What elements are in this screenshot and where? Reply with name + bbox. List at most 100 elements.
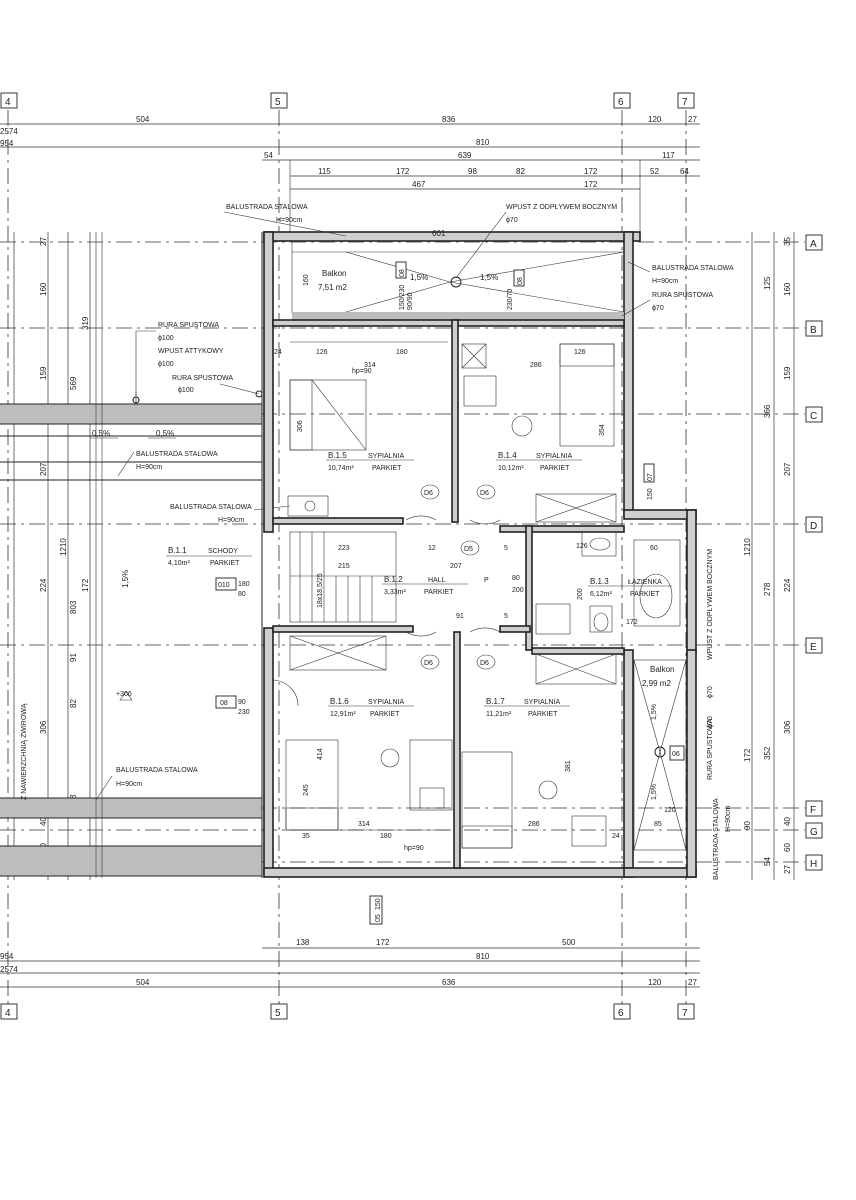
- vertical-axis-lines: [7, 110, 687, 1005]
- dim-text: 40: [39, 817, 48, 826]
- dim-text: 120: [648, 115, 662, 124]
- bathroom-fixtures: 126 60 172 200 07 150: [535, 463, 681, 635]
- dim-text: 636: [442, 978, 456, 987]
- dim-text: 115: [318, 167, 331, 176]
- dim-text: 954: [0, 139, 14, 148]
- room-name: SYPIALNIA: [536, 453, 573, 460]
- dim-label: 286: [528, 821, 540, 828]
- dim-label: 354: [599, 424, 606, 436]
- dim-label: 200: [577, 588, 584, 600]
- dim-text: 27: [688, 115, 697, 124]
- dim-text: 35: [783, 237, 792, 246]
- wpust-attykowy-label: WPUST ATTYKOWY: [158, 348, 224, 355]
- axis-label: 6: [618, 97, 624, 108]
- dim-text: 810: [476, 138, 490, 147]
- wpust-label: WPUST Z ODPŁYWEM BOCZNYM: [506, 204, 617, 211]
- room-code: B.1.7: [486, 697, 505, 706]
- window-dim: 90: [238, 699, 246, 706]
- dim-text: 91: [69, 653, 78, 662]
- tag-09: 08: [399, 269, 406, 277]
- right-balcony: Balkon 2,99 m2 1,5% 1,5% 06 85 120 WPUST…: [633, 549, 732, 880]
- dim-label: 126: [576, 543, 588, 550]
- room-label-b12: B.1.2 HALL 3,33m² PARKIET: [382, 575, 468, 596]
- axis-marker-4-top: 4: [0, 92, 18, 109]
- dim-label: 381: [565, 760, 572, 772]
- dim-text: 60: [783, 843, 792, 852]
- zwrot-label: Z NAWIERZCHNIĄ ŻWIROWĄ: [19, 703, 28, 800]
- balkon-area: 7,51 m2: [318, 283, 347, 292]
- dim-text: 27: [783, 865, 792, 874]
- tag-06: 06: [672, 751, 680, 758]
- wpust-label: WPUST Z ODPŁYWEM BOCZNYM: [707, 549, 714, 660]
- left-terrace: [0, 232, 263, 878]
- axis-label: 5: [275, 97, 281, 108]
- axis-label-h: H: [810, 859, 817, 870]
- room-code: B.1.2: [384, 575, 403, 584]
- slope-label: 1,5%: [480, 273, 498, 282]
- dim-text: 82: [516, 167, 525, 176]
- fi70-label: ϕ70: [707, 686, 714, 698]
- door-tag: D6: [480, 660, 489, 667]
- h90-label: H=90cm: [218, 517, 244, 524]
- tag-07: 07: [647, 473, 654, 481]
- dim-601: 601: [432, 229, 446, 238]
- room-code: B.1.6: [330, 697, 349, 706]
- dim-label: 150: [647, 488, 654, 500]
- axis-label: 4: [5, 97, 11, 108]
- axis-marker-6-top: 6: [613, 92, 631, 109]
- tag-08-label: 08: [220, 700, 228, 707]
- dim-label: 80: [512, 575, 520, 582]
- window-dim: 80: [238, 591, 246, 598]
- dim-text: 500: [562, 938, 576, 947]
- dim-text: 82: [69, 699, 78, 708]
- dim-text: 54: [763, 857, 772, 866]
- dim-text: 639: [458, 151, 472, 160]
- room-name: ŁAZIENKA: [628, 579, 662, 586]
- dim-label: 60: [650, 545, 658, 552]
- room-b15-furniture: 306 126 314 180 hp=90 24: [274, 341, 448, 517]
- room-area: 6,12m²: [590, 591, 612, 598]
- bottom-dimension-lines: [0, 947, 700, 988]
- balustrada-label: BALUSTRADA STALOWA: [116, 767, 198, 774]
- room-area: 12,91m²: [330, 711, 356, 718]
- room-floor: PARKIET: [370, 711, 400, 718]
- h90-label: H=90cm: [136, 464, 162, 471]
- slope-label: 1,5%: [410, 273, 428, 282]
- dim-text: 954: [0, 952, 14, 961]
- dim-text: 1210: [743, 538, 752, 556]
- dim-text: 836: [442, 115, 456, 124]
- h90-label: H=90cm: [652, 278, 678, 285]
- room-floor: PARKIET: [424, 589, 454, 596]
- balkon-label: Balkon: [322, 269, 346, 278]
- room-label-b16: B.1.6 SYPIALNIA 12,91m² PARKIET: [328, 697, 414, 718]
- h90-label: H=90cm: [276, 217, 302, 224]
- stairs: 18x18,5/25 223 215: [289, 531, 397, 623]
- dim-text: 98: [468, 167, 477, 176]
- door-tag-p: P: [484, 577, 489, 584]
- tag-05-label: 05: [375, 914, 382, 922]
- fi70-label: ϕ70: [652, 305, 664, 312]
- axis-marker-6-bottom: 6: [613, 1003, 631, 1020]
- door-tag: D6: [424, 660, 433, 667]
- door-tag: D6: [424, 490, 433, 497]
- fi100-label: ϕ100: [158, 335, 174, 342]
- balustrada-label: BALUSTRADA STALOWA: [713, 798, 720, 880]
- slope-label: 0,5%: [156, 429, 174, 438]
- dim-label: 5: [504, 545, 508, 552]
- room-floor: PARKIET: [630, 591, 660, 598]
- slope-label: 0,5%: [92, 429, 110, 438]
- dim-text: 172: [376, 938, 390, 947]
- dim-label: 12: [428, 545, 436, 552]
- dim-label: 314: [358, 821, 370, 828]
- axis-label-e: E: [810, 642, 817, 653]
- dim-text: 504: [136, 978, 150, 987]
- dim-label: 215: [338, 563, 350, 570]
- dim-text: 306: [39, 720, 48, 734]
- dim-text: 1210: [59, 538, 68, 556]
- dim-text: 569: [69, 376, 78, 390]
- window-dim: 180: [238, 581, 250, 588]
- bottom-dimension-texts: 138 172 500 810 954 2574 504 636 120 27: [0, 938, 697, 987]
- axis-marker-5-bottom: 5: [270, 1003, 288, 1020]
- door-tag: D6: [480, 490, 489, 497]
- dim-160: 160: [303, 274, 310, 286]
